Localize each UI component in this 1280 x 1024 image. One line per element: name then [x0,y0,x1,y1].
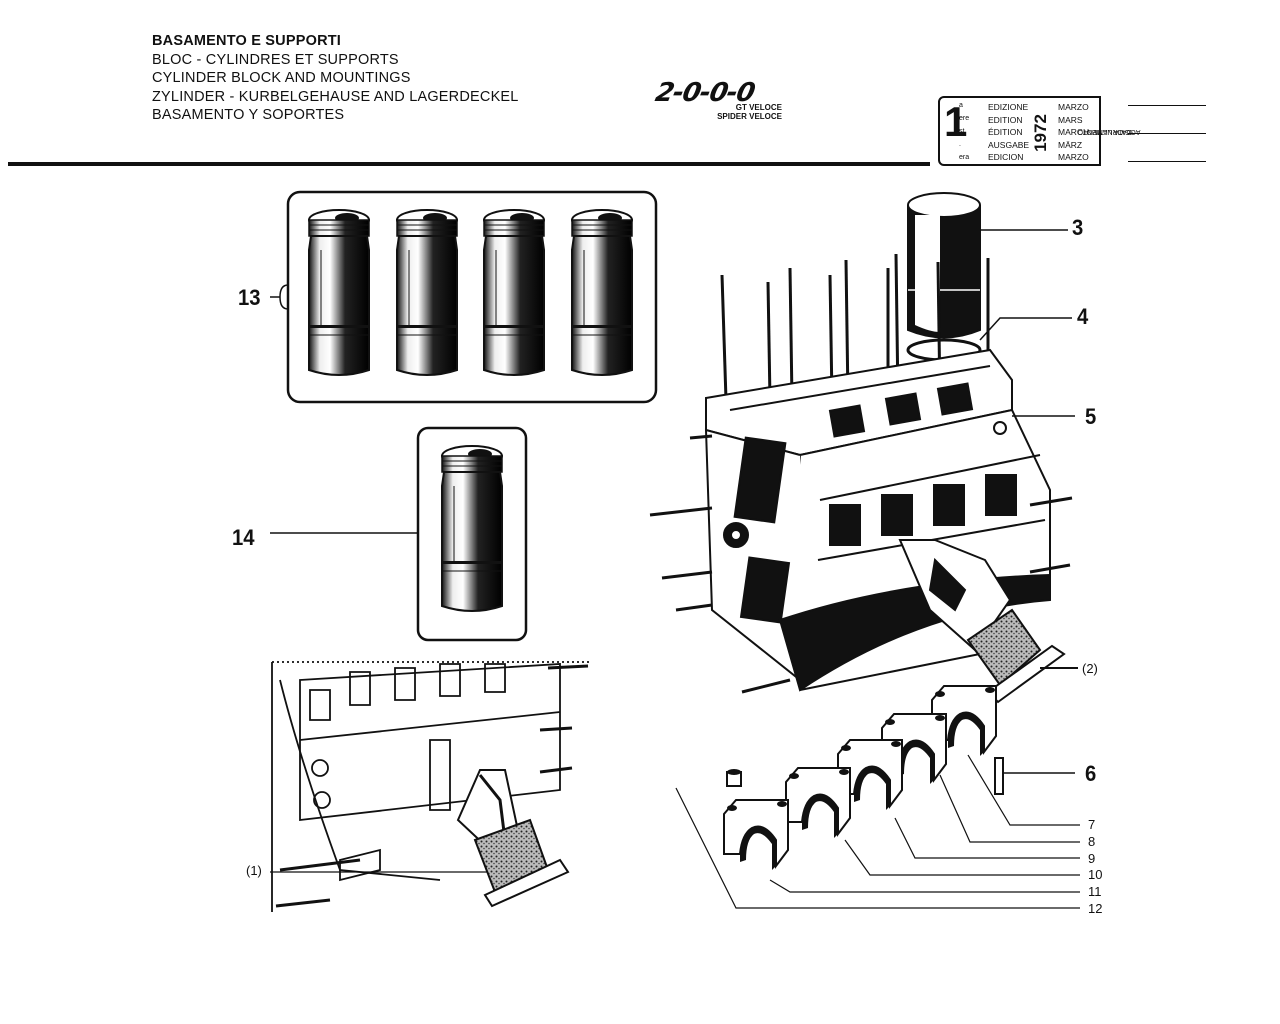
edition-number: 1 [944,98,968,145]
cylinder-liner-icon [396,209,458,376]
bearing-cap-icon [785,767,851,839]
cylinder-liner-icon [571,209,633,376]
callout-mount-1: (1) [246,863,262,878]
edition-suffix: a [959,102,963,109]
callout-6: 6 [1085,761,1097,786]
callout-7: 7 [1088,817,1096,832]
callout-3: 3 [1072,215,1084,240]
cylinder-liner-icon [308,209,370,376]
edition-month: MARZO [1058,152,1089,163]
edition-label: EDICION [988,152,1024,163]
model-logo: 2-0-0-0 GT VELOCE SPIDER VELOCE [653,78,786,121]
callout-14: 14 [232,525,255,550]
cylinder-liner-icon [441,445,503,612]
cylinder-liner-icon [483,209,545,376]
engine-mount-icon [898,539,1078,704]
edition-suffix: era [959,154,970,161]
edition-suffix: ere [959,115,970,122]
edition-label: ÉDITION [988,127,1023,138]
update-line [1128,105,1206,106]
update-line [1128,161,1206,162]
edition-month: MARS [1058,114,1083,125]
title-german: ZYLINDER - KURBELGEHAUSE AND LAGERDECKEL [152,88,519,105]
edition-month: MARCH [1058,127,1090,138]
edition-month: MÄRZ [1058,139,1083,150]
edition-box: 1 a ere st . era EDIZIONE EDITION ÉDITIO… [938,96,1101,166]
bearing-cap-icon [723,799,789,871]
header-rule [8,162,930,166]
edition-suffix: st [959,128,965,135]
group-14-box [270,426,528,642]
group-13-box [270,190,658,404]
update-line [1128,133,1206,134]
title-spanish: BASAMENTO Y SOPORTES [152,107,345,124]
callout-13: 13 [238,285,261,310]
callout-8: 8 [1088,834,1096,849]
logo-line-gt: GT VELOCE [735,103,782,112]
pin-6 [994,757,1075,795]
edition-labels: EDIZIONE EDITION ÉDITION AUSGABE EDICION [988,101,1029,164]
dowel-sleeve [726,769,742,787]
callout-9: 9 [1088,851,1096,866]
edition-month: MARZO [1058,102,1089,112]
liner-3 [907,192,1068,339]
edition-suffix: . [959,141,961,148]
callout-12: 12 [1088,901,1103,916]
callout-mount-2: (2) [1082,661,1098,676]
edition-months: MARZO MARS MARCH MÄRZ MARZO [1058,101,1089,164]
title-english: CYLINDER BLOCK AND MOUNTINGS [152,70,411,87]
title-italian: BASAMENTO E SUPPORTI [152,33,342,49]
page-titles: BASAMENTO E SUPPORTI BLOC - CYLINDRES ET… [152,32,519,125]
edition-label: EDITION [988,114,1023,125]
callout-11: 11 [1088,884,1102,899]
leader-lines [675,754,1080,909]
detail-view-left-mount [270,661,592,912]
edition-label: AUSGABE [988,139,1030,150]
callout-10: 10 [1088,867,1103,882]
callout-5: 5 [1085,404,1097,429]
callout-4: 4 [1077,304,1089,329]
title-french: BLOC - CYLINDRES ET SUPPORTS [152,51,399,68]
edition-label: EDIZIONE [988,102,1029,112]
logo-line-spider: SPIDER VELOCE [717,111,782,121]
